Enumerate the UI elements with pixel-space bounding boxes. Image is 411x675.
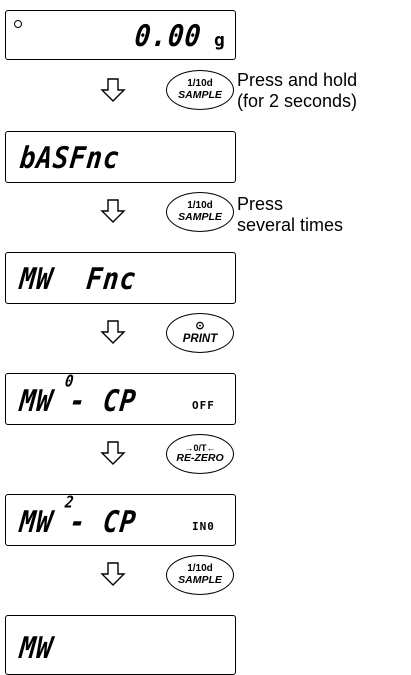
display-setting-label: IN0 [192,520,215,533]
down-arrow-icon [100,78,126,102]
print-key[interactable]: ⊙ PRINT [166,313,234,353]
lcd-display-mw: MW [5,615,236,675]
sample-key[interactable]: 1/10d SAMPLE [166,70,234,110]
key-label-top: 1/10d [187,200,213,212]
lcd-display-mw-cp-in0: 2 MW - CP IN0 [5,494,236,546]
note-line-2: several times [237,215,344,235]
display-value: bASFnc [18,141,122,177]
note-line-2: (for 2 seconds) [237,91,358,111]
sample-key[interactable]: 1/10d SAMPLE [166,192,234,232]
key-label: SAMPLE [178,210,222,223]
re-zero-key[interactable]: →0/T← RE-ZERO [166,434,234,474]
display-value: MW Fnc [18,262,139,298]
instruction-note: Press and hold (for 2 seconds) [237,70,357,112]
lcd-display-basfnc: bASFnc [5,131,236,183]
display-unit: g [214,30,225,51]
key-label-top: →0/T← [184,442,216,453]
down-arrow-icon [100,562,126,586]
display-value: 0.00 [133,19,204,55]
key-label: RE-ZERO [176,452,224,465]
lcd-display-mw-fnc: MW Fnc [5,252,236,304]
note-line-1: Press and hold [237,70,358,90]
display-setting-label: OFF [192,399,215,412]
sample-key[interactable]: 1/10d SAMPLE [166,555,234,595]
key-label-top: ⊙ [195,320,205,333]
key-label: PRINT [182,332,218,345]
key-label: SAMPLE [178,88,222,101]
stability-indicator-icon [14,20,22,28]
key-label-top: 1/10d [187,563,213,575]
key-label-top: 1/10d [187,78,213,90]
display-value: MW - CP [18,384,139,420]
down-arrow-icon [100,320,126,344]
down-arrow-icon [100,441,126,465]
key-label: SAMPLE [178,573,222,586]
lcd-display-mw-cp-off: 0 MW - CP OFF [5,373,236,425]
display-value: MW - CP [18,505,139,541]
display-value: MW [18,631,55,667]
lcd-display-weight: 0.00 g [5,10,236,60]
down-arrow-icon [100,199,126,223]
instruction-note: Press several times [237,194,343,236]
note-line-1: Press [237,194,284,214]
